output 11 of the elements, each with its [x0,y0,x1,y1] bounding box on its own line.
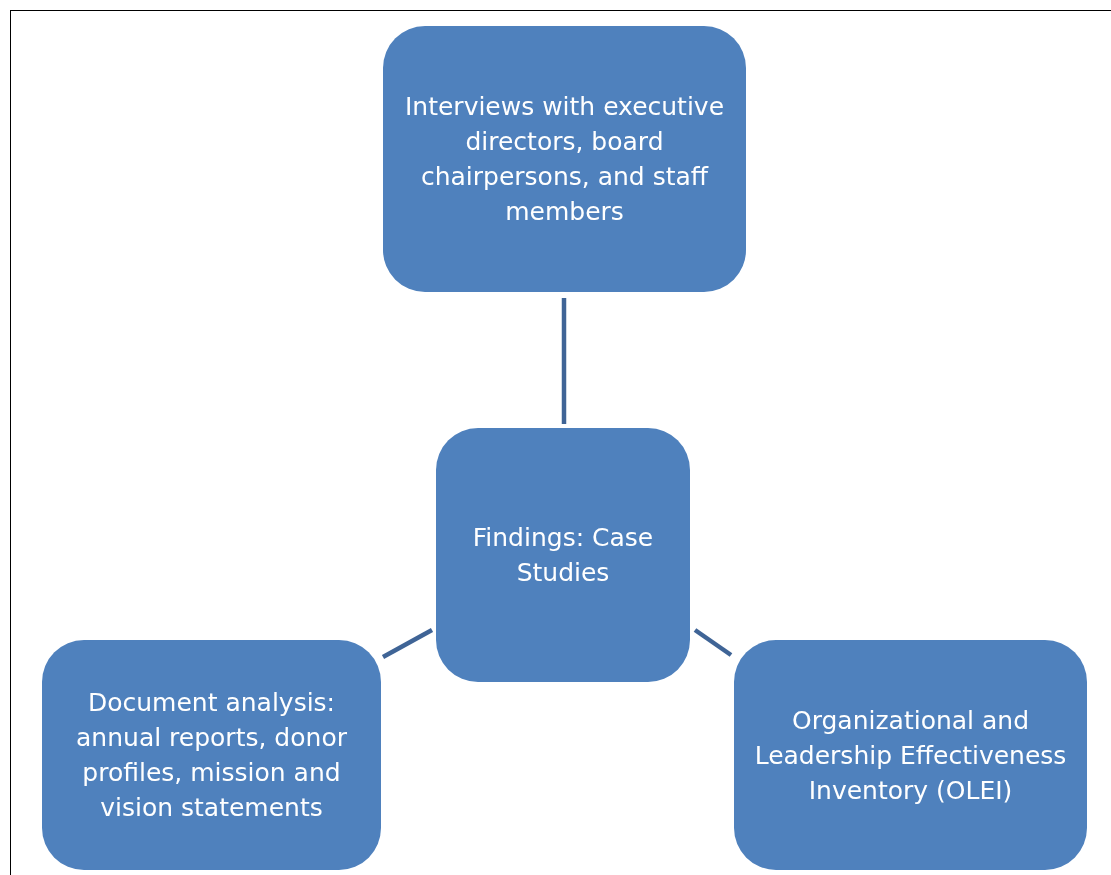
rounded-box [383,26,746,292]
connector-line [381,628,434,659]
rounded-box [436,428,690,682]
box-label: Interviews with executive directors, board chairpersons, and staff members [403,91,726,228]
box-label: Organizational and Leadership Effectiveness Inventory (OLEI) [753,704,1068,807]
rounded-box [734,640,1087,870]
connector-line [561,298,567,424]
connector-line [693,628,733,657]
box-label: Findings: Case Studies [471,522,655,589]
rounded-box [42,640,381,870]
box-label: Document analysis: annual reports, donor profiles, mission and vision statements [75,687,348,824]
